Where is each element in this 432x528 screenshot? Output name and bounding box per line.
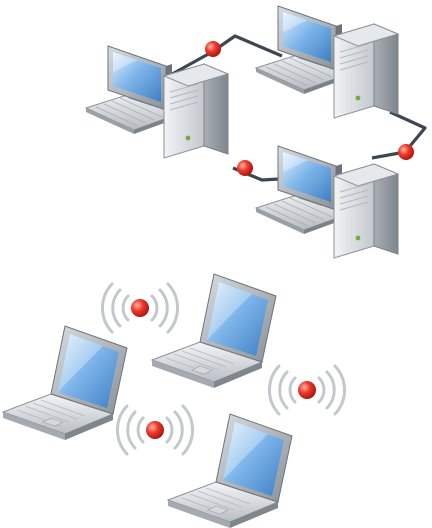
desktop-computer-icon xyxy=(255,145,399,259)
network-node-icon xyxy=(237,160,253,176)
wired-network xyxy=(85,5,427,259)
network-node-icon xyxy=(131,299,149,317)
network-node-icon xyxy=(398,144,414,160)
desktop-computer-icon xyxy=(255,5,399,119)
wireless-network xyxy=(2,273,347,528)
laptop-icon xyxy=(167,413,293,528)
desktop-computer-icon xyxy=(85,45,229,159)
laptop-icon xyxy=(2,325,128,441)
network-node-icon xyxy=(146,421,164,439)
network-node-icon xyxy=(205,41,221,57)
network-node-icon xyxy=(298,381,316,399)
